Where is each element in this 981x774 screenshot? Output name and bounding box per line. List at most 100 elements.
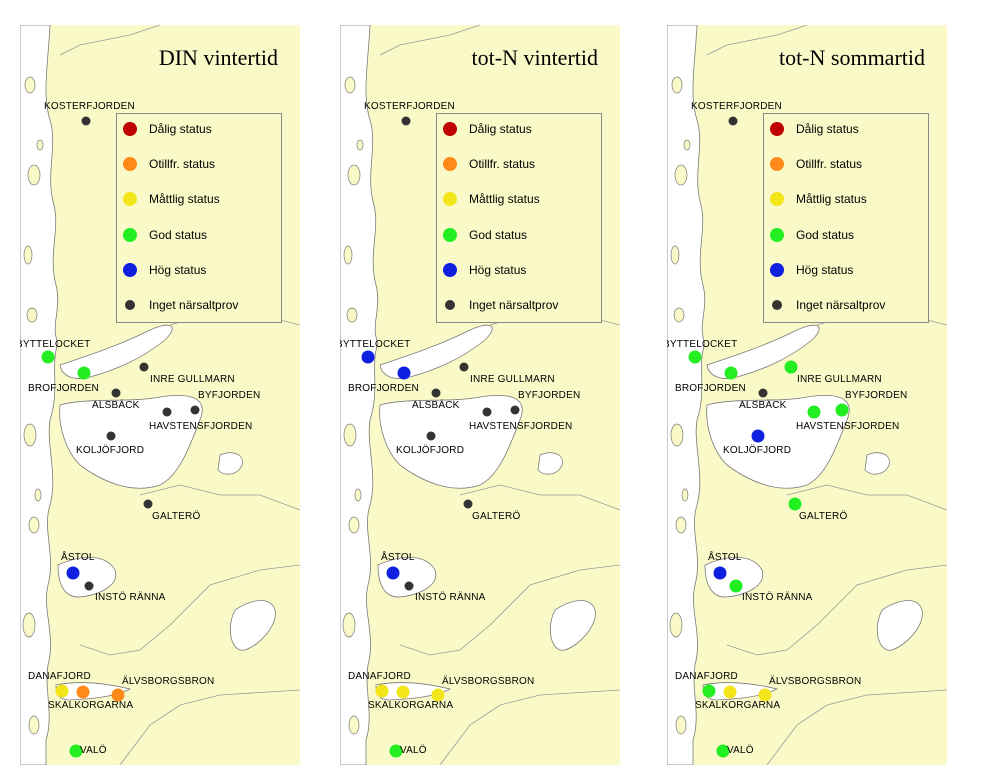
station-label: GALTERÖ (799, 511, 848, 522)
station-label: BROFJORDEN (675, 383, 746, 394)
legend-marker (443, 157, 457, 171)
island (670, 423, 684, 447)
station-marker[interactable] (482, 407, 492, 417)
island (344, 76, 356, 94)
legend-marker (123, 122, 137, 136)
station-label: ALSBÄCK (412, 400, 460, 411)
station-marker[interactable] (84, 581, 94, 591)
legend-label: Dålig status (796, 122, 859, 136)
station-label: BYFJORDEN (198, 390, 261, 401)
station-marker[interactable] (807, 405, 821, 419)
fjord-area (706, 395, 850, 489)
station-marker[interactable] (728, 116, 738, 126)
station-marker[interactable] (69, 744, 83, 758)
station-marker[interactable] (190, 405, 200, 415)
legend-marker (770, 122, 784, 136)
island (356, 139, 364, 151)
station-marker[interactable] (784, 360, 798, 374)
legend-marker (125, 300, 135, 310)
station-marker[interactable] (361, 350, 375, 364)
station-marker[interactable] (426, 431, 436, 441)
station-label: DANAFJORD (28, 671, 91, 682)
station-marker[interactable] (396, 685, 410, 699)
island (28, 516, 40, 534)
station-label: BYFJORDEN (518, 390, 581, 401)
station-marker[interactable] (404, 581, 414, 591)
lake (537, 452, 563, 475)
legend-item-god: God status (443, 227, 527, 243)
station-marker[interactable] (758, 688, 772, 702)
station-marker[interactable] (375, 684, 389, 698)
lake (217, 452, 243, 475)
sea-area (20, 25, 59, 765)
station-marker[interactable] (55, 684, 69, 698)
station-marker[interactable] (139, 362, 149, 372)
station-marker[interactable] (723, 685, 737, 699)
station-marker[interactable] (111, 388, 121, 398)
station-marker[interactable] (788, 497, 802, 511)
station-marker[interactable] (510, 405, 520, 415)
island (343, 423, 357, 447)
legend-marker (123, 157, 137, 171)
legend-item-hog: Hög status (770, 262, 853, 278)
boundary-line (459, 484, 620, 511)
station-marker[interactable] (41, 350, 55, 364)
legend-label: Måttlig status (796, 192, 867, 206)
island (675, 516, 687, 534)
fjord-area (379, 395, 523, 489)
station-marker[interactable] (77, 366, 91, 380)
island (671, 76, 683, 94)
station-marker[interactable] (713, 566, 727, 580)
station-marker[interactable] (66, 566, 80, 580)
island (34, 488, 42, 502)
station-marker[interactable] (431, 388, 441, 398)
station-marker[interactable] (835, 403, 849, 417)
station-marker[interactable] (688, 350, 702, 364)
station-label: HAVSTENSFJORDEN (796, 421, 900, 432)
island (681, 488, 689, 502)
station-marker[interactable] (758, 388, 768, 398)
legend-item-hog: Hög status (123, 262, 206, 278)
station-label: SKALKORGARNA (368, 700, 454, 711)
station-label: ÄLVSBORGSBRON (122, 676, 215, 687)
station-marker[interactable] (76, 685, 90, 699)
station-marker[interactable] (386, 566, 400, 580)
boundary-line (786, 484, 947, 511)
station-marker[interactable] (162, 407, 172, 417)
island (342, 612, 356, 638)
station-marker[interactable] (751, 429, 765, 443)
station-marker[interactable] (724, 366, 738, 380)
station-marker[interactable] (702, 684, 716, 698)
station-marker[interactable] (397, 366, 411, 380)
boundary-line (59, 25, 161, 56)
legend-marker (443, 192, 457, 206)
island (22, 612, 36, 638)
station-marker[interactable] (401, 116, 411, 126)
station-label: KOSTERFJORDEN (44, 101, 135, 112)
station-marker[interactable] (143, 499, 153, 509)
station-marker[interactable] (729, 579, 743, 593)
station-marker[interactable] (389, 744, 403, 758)
station-marker[interactable] (459, 362, 469, 372)
legend-item-mattlig: Måttlig status (123, 191, 220, 207)
station-marker[interactable] (106, 431, 116, 441)
station-marker[interactable] (111, 688, 125, 702)
legend-item-dalig: Dålig status (123, 121, 212, 137)
island (669, 612, 683, 638)
boundary-line (139, 484, 300, 511)
station-marker[interactable] (463, 499, 473, 509)
station-marker[interactable] (81, 116, 91, 126)
island (26, 307, 38, 323)
legend-label: God status (796, 228, 855, 242)
station-label: INSTÖ RÄNNA (415, 592, 486, 603)
island (23, 245, 33, 265)
station-marker[interactable] (431, 688, 445, 702)
legend-item-hog: Hög status (443, 262, 526, 278)
map-title: tot-N sommartid (778, 45, 925, 70)
legend-marker (772, 300, 782, 310)
boundary-line (379, 25, 481, 56)
station-marker[interactable] (716, 744, 730, 758)
station-label: INRE GULLMARN (150, 374, 235, 385)
